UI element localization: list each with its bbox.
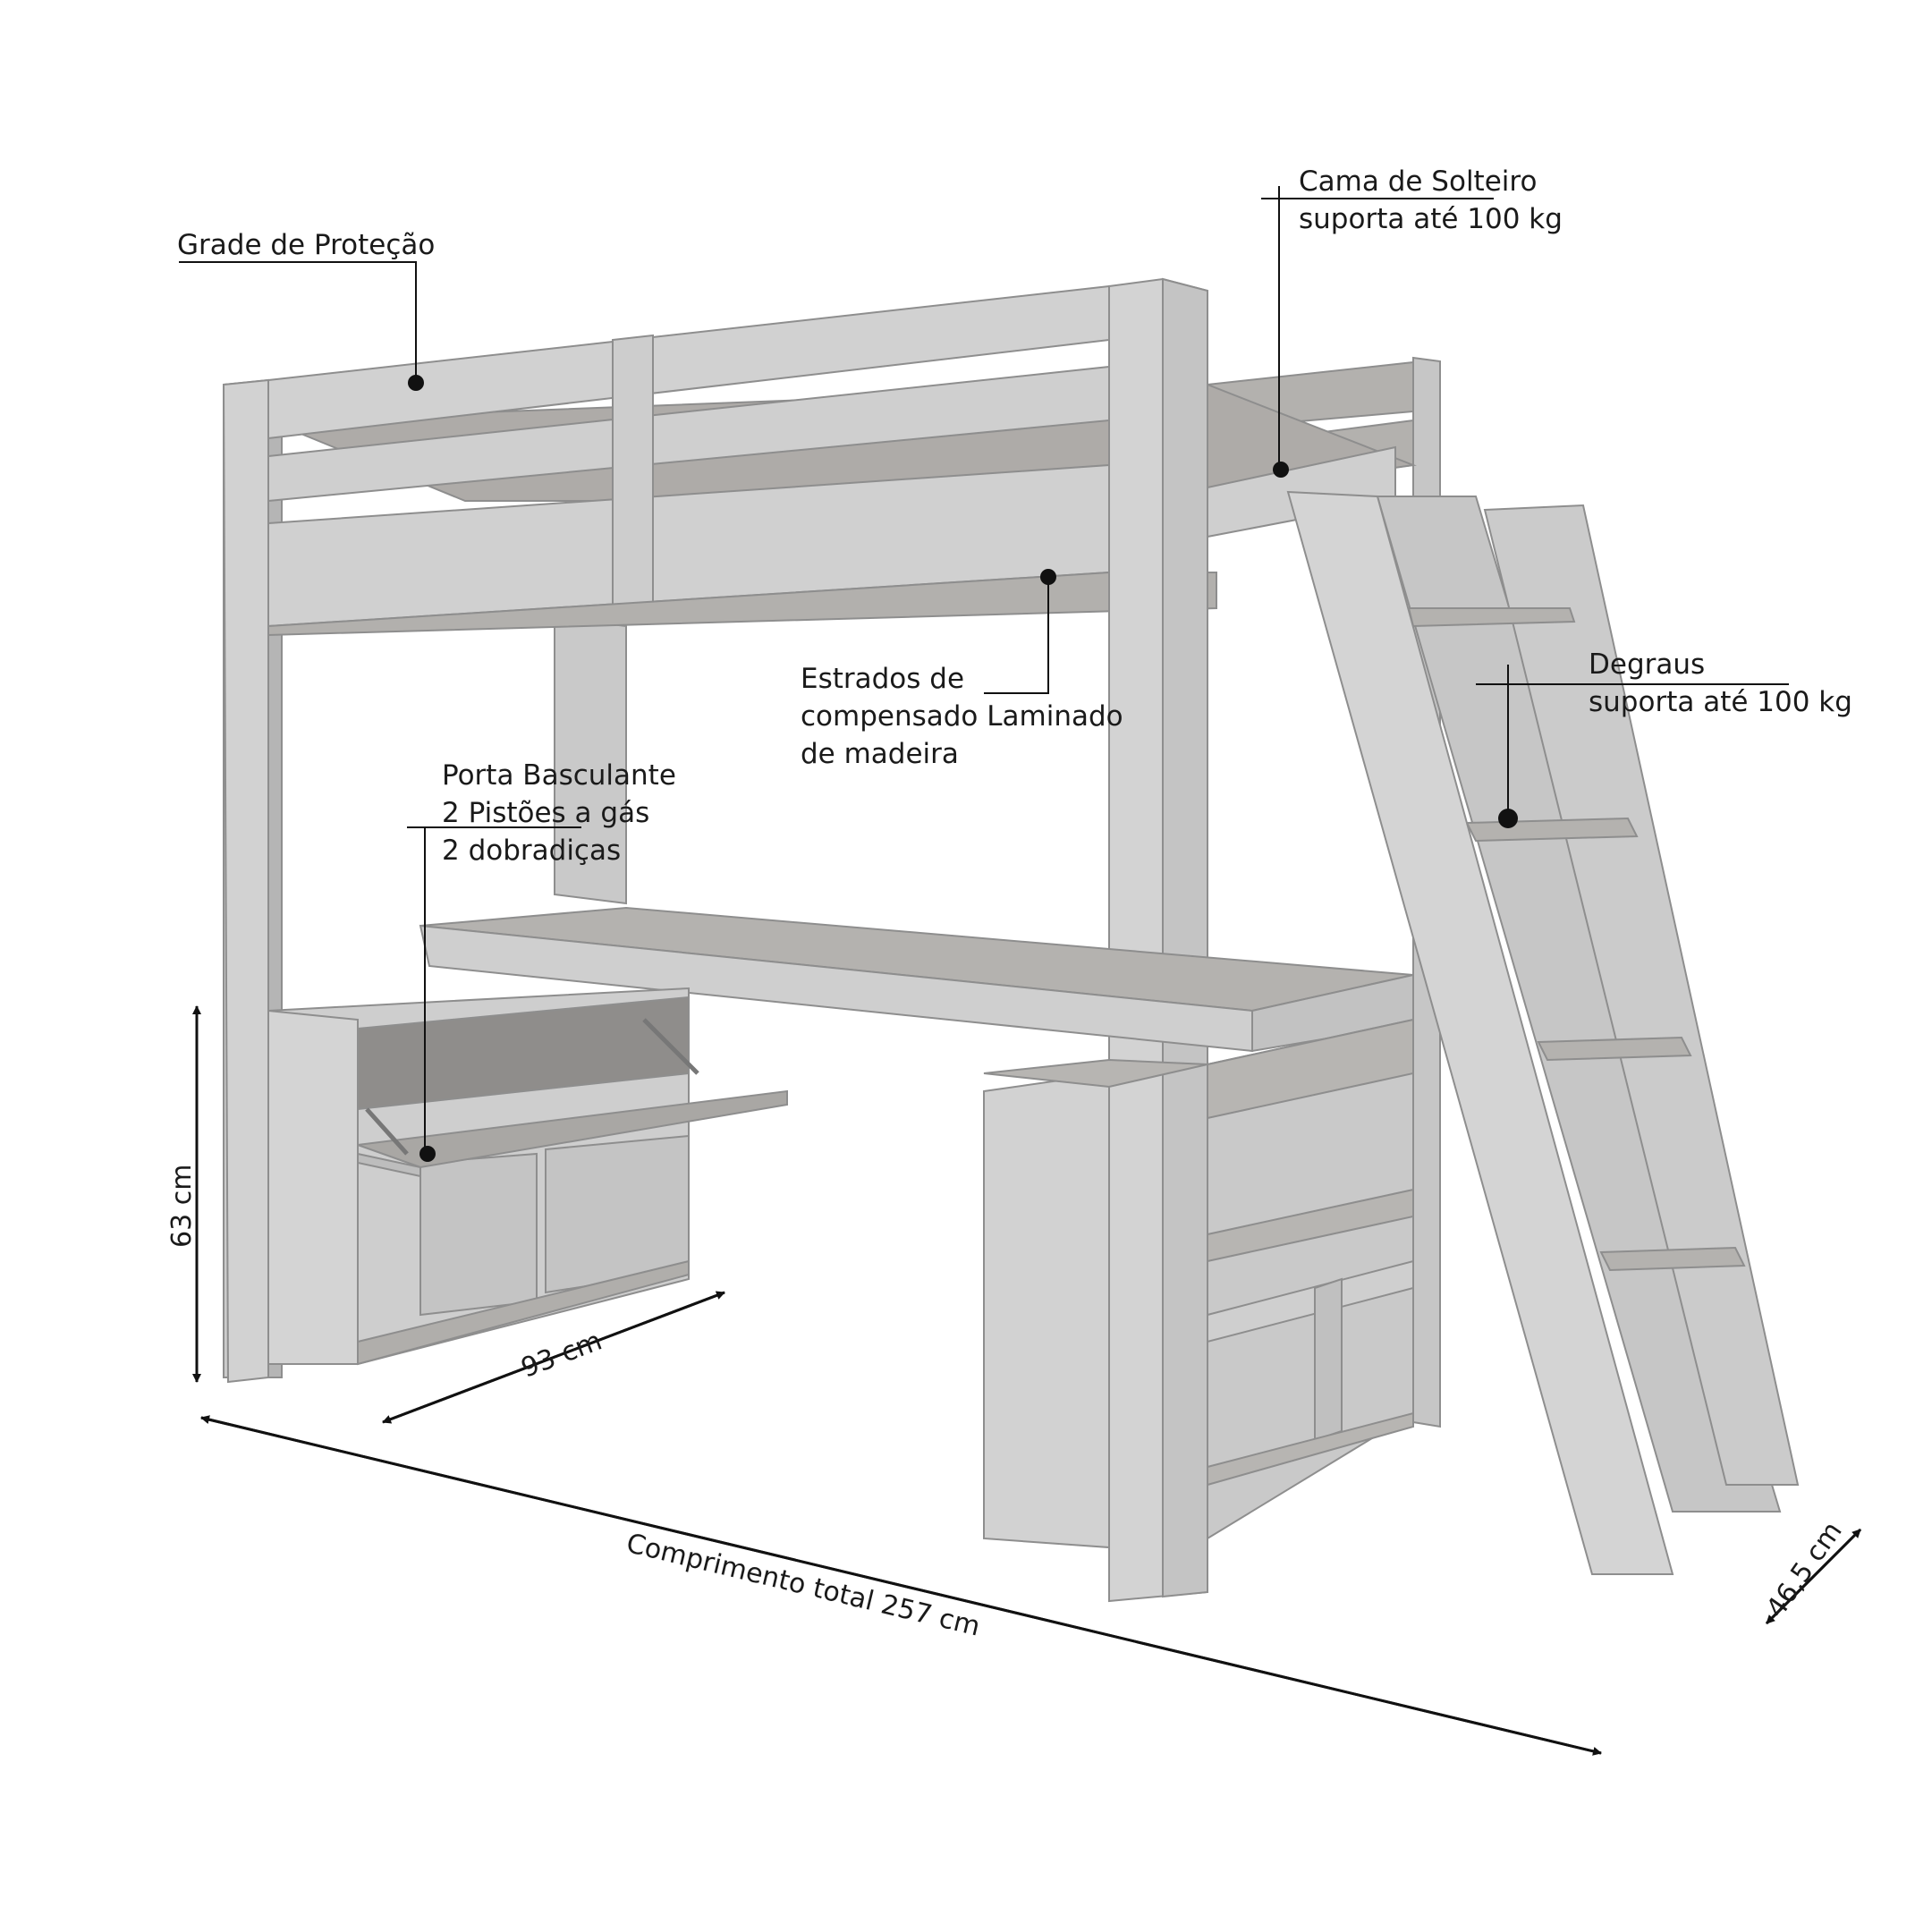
callout-slats-line2: compensado Laminado [801,700,1123,733]
ladder [1286,490,1800,1575]
flap-door [357,1089,788,1169]
gas-piston-right [642,1018,699,1075]
callout-flap-door: Porta Basculante 2 Pistões a gás 2 dobra… [442,757,676,869]
callout-flap-door-line3: 2 dobradiças [442,835,622,867]
dimension-lines [192,1005,1862,1756]
callout-flap-door-line1: Porta Basculante [442,759,676,792]
callout-slats: Estrados de compensado Laminado de madei… [801,660,1123,773]
callout-slats-line1: Estrados de [801,663,965,695]
left-cabinet [267,987,788,1366]
callout-slats-line3: de madeira [801,738,959,770]
right-shelf-unit [983,1018,1414,1549]
callout-steps-line1: Degraus [1589,648,1706,681]
callout-guard-rail: Grade de Proteção [177,226,435,264]
dim-height-label: 63 cm [166,1164,198,1248]
leader-dots [408,375,1518,1162]
gas-piston-left [365,1107,409,1156]
callout-bed-line2: suporta até 100 kg [1299,203,1563,235]
callout-steps-line2: suporta até 100 kg [1589,686,1852,718]
bed-frame [222,277,1441,1603]
callout-guard-rail-line1: Grade de Proteção [177,229,436,261]
callout-flap-door-line2: 2 Pistões a gás [442,797,650,829]
desk [419,906,1414,1053]
leader-lines [179,186,1789,1154]
callout-bed: Cama de Solteiro suporta até 100 kg [1299,163,1563,238]
callout-steps: Degraus suporta até 100 kg [1589,646,1852,721]
callout-bed-line1: Cama de Solteiro [1299,165,1538,198]
